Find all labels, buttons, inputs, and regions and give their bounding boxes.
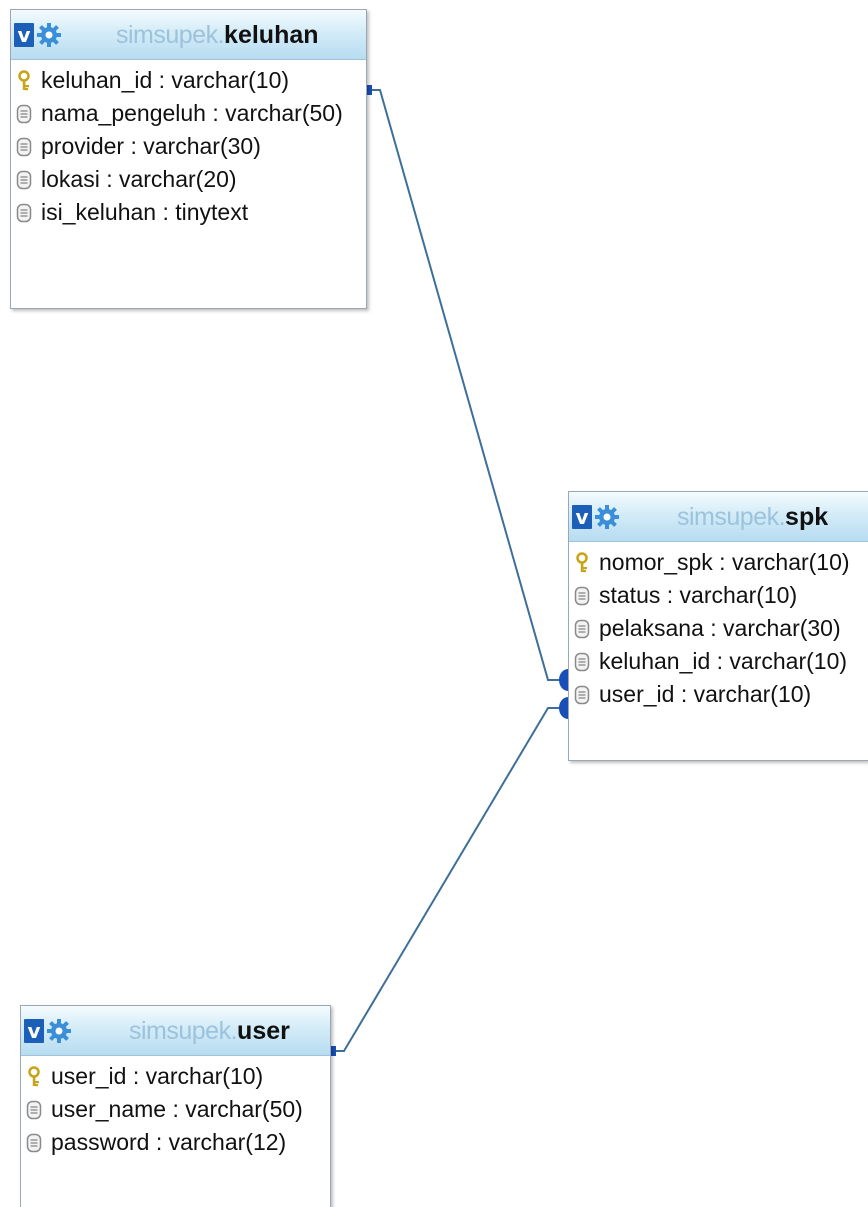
field-label: keluhan_id : varchar(10) (599, 648, 848, 674)
primary-key-icon (26, 1065, 42, 1088)
one-end-marker-user (331, 1046, 336, 1056)
column-icon (16, 202, 32, 224)
field-row[interactable]: user_id : varchar(10) (569, 678, 868, 711)
many-end-marker-user (559, 697, 568, 719)
field-row[interactable]: keluhan_id : varchar(10) (569, 645, 868, 678)
field-row[interactable]: password : varchar(12) (21, 1126, 330, 1159)
gear-icon (595, 505, 619, 529)
field-label: pelaksana : varchar(30) (599, 615, 841, 641)
table-header[interactable]: v simsupek.keluhan (11, 10, 366, 60)
column-icon (16, 136, 32, 158)
table-name: user (237, 1017, 290, 1045)
primary-key-icon (574, 551, 590, 574)
table-keluhan[interactable]: v simsupek.keluhan (10, 9, 367, 309)
table-name: spk (785, 503, 829, 531)
field-row[interactable]: nama_pengeluh : varchar(50) (11, 97, 366, 130)
field-list: nomor_spk : varchar(10) status : varchar… (569, 542, 868, 713)
view-v-icon: v (572, 505, 592, 529)
field-row[interactable]: isi_keluhan : tinytext (11, 196, 366, 229)
view-v-icon: v (24, 1019, 44, 1043)
schema-name: simsupek. (116, 21, 225, 49)
field-row[interactable]: nomor_spk : varchar(10) (569, 546, 868, 579)
column-icon (26, 1099, 42, 1121)
field-row[interactable]: pelaksana : varchar(30) (569, 612, 868, 645)
table-spk[interactable]: v simsupek.spk (568, 491, 868, 761)
field-label: status : varchar(10) (599, 582, 798, 608)
table-title: simsupek.keluhan (116, 10, 319, 60)
field-label: user_id : varchar(10) (51, 1063, 264, 1089)
table-header[interactable]: v simsupek.user (21, 1006, 330, 1056)
view-v-icon: v (14, 23, 34, 47)
one-end-marker-keluhan (367, 85, 372, 95)
field-label: provider : varchar(30) (41, 133, 261, 159)
field-row[interactable]: user_name : varchar(50) (21, 1093, 330, 1126)
column-icon (574, 585, 590, 607)
field-label: user_name : varchar(50) (51, 1096, 303, 1122)
field-label: password : varchar(12) (51, 1129, 287, 1155)
gear-icon (47, 1019, 71, 1043)
relation-keluhan-spk-line (367, 89, 566, 681)
field-list: user_id : varchar(10) user_name : varcha… (21, 1056, 330, 1161)
table-header[interactable]: v simsupek.spk (569, 492, 868, 542)
gear-icon (37, 23, 61, 47)
column-icon (574, 651, 590, 673)
many-end-marker-keluhan (559, 669, 568, 691)
column-icon (574, 684, 590, 706)
field-label: keluhan_id : varchar(10) (41, 67, 290, 93)
column-icon (26, 1132, 42, 1154)
field-row[interactable]: lokasi : varchar(20) (11, 163, 366, 196)
schema-name: simsupek. (677, 503, 786, 531)
field-row[interactable]: keluhan_id : varchar(10) (11, 64, 366, 97)
column-icon (16, 103, 32, 125)
field-label: lokasi : varchar(20) (41, 166, 237, 192)
column-icon (16, 169, 32, 191)
field-list: keluhan_id : varchar(10) nama_pengeluh :… (11, 60, 366, 231)
primary-key-icon (16, 69, 32, 92)
table-user[interactable]: v simsupek.user (20, 1005, 331, 1207)
field-label: isi_keluhan : tinytext (41, 199, 249, 225)
table-title: simsupek.user (129, 1006, 290, 1056)
field-row[interactable]: user_id : varchar(10) (21, 1060, 330, 1093)
relation-user-spk-line (331, 707, 566, 1052)
field-label: nomor_spk : varchar(10) (599, 549, 850, 575)
field-row[interactable]: provider : varchar(30) (11, 130, 366, 163)
field-label: nama_pengeluh : varchar(50) (41, 100, 343, 126)
field-label: user_id : varchar(10) (599, 681, 812, 707)
schema-name: simsupek. (129, 1017, 238, 1045)
column-icon (574, 618, 590, 640)
table-title: simsupek.spk (677, 492, 828, 542)
table-name: keluhan (224, 21, 319, 49)
field-row[interactable]: status : varchar(10) (569, 579, 868, 612)
